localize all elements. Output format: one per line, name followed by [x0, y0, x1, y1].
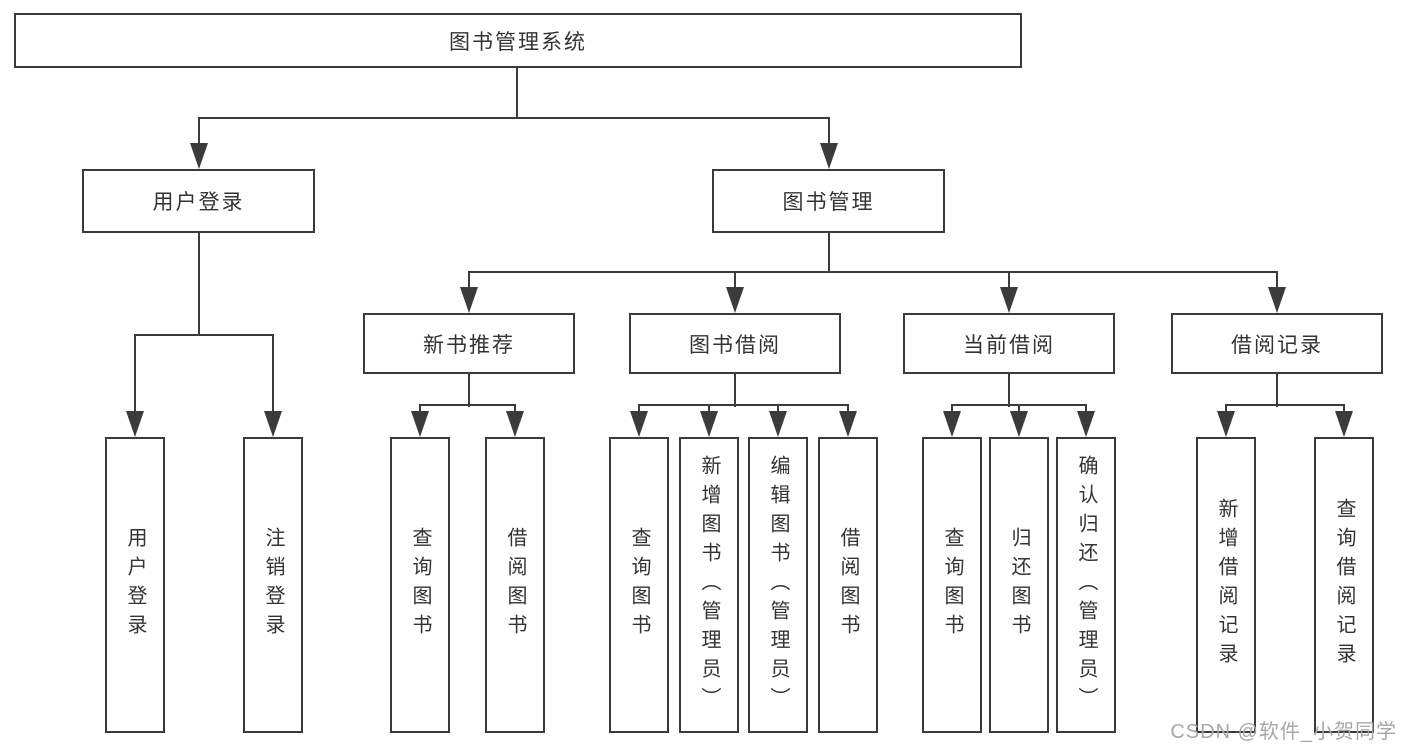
leaf-node-label: 查询图书: [409, 527, 431, 643]
arrow-down-icon: [264, 411, 282, 437]
section-node-new-book-recommendation: 新书推荐: [363, 313, 575, 374]
arrow-down-icon: [1217, 411, 1235, 437]
section-node-label: 借阅记录: [1231, 333, 1323, 357]
connector-line: [516, 68, 518, 118]
arrow-down-icon: [1000, 287, 1018, 313]
connector-line: [419, 404, 515, 406]
arrow-down-icon: [943, 411, 961, 437]
connector-line: [468, 374, 470, 407]
connector-line: [198, 117, 830, 119]
branch-node-user-login: 用户登录: [82, 169, 315, 233]
leaf-node-label: 用户登录: [124, 527, 146, 643]
connector-line: [1276, 374, 1278, 407]
leaf-node-borrow-books: 借阅图书: [485, 437, 545, 733]
section-node-label: 新书推荐: [423, 333, 515, 357]
arrow-down-icon: [769, 411, 787, 437]
leaf-node-label: 注销登录: [262, 527, 284, 643]
connector-line: [847, 404, 849, 413]
leaf-node-label: 新增借阅记录: [1215, 498, 1237, 672]
connector-line: [468, 271, 470, 289]
arrow-down-icon: [726, 287, 744, 313]
connector-line: [777, 404, 779, 413]
leaf-node-confirm-return-admin: 确认归还（管理员）: [1056, 437, 1116, 733]
root-node-library-management-system: 图书管理系统: [14, 13, 1022, 68]
connector-line: [134, 334, 274, 336]
connector-line: [1085, 404, 1087, 413]
connector-line: [1276, 271, 1278, 289]
leaf-node-borrow-books: 借阅图书: [818, 437, 878, 733]
section-node-book-borrowing: 图书借阅: [629, 313, 841, 374]
connector-line: [1018, 404, 1020, 413]
leaf-node-edit-books-admin: 编辑图书（管理员）: [748, 437, 808, 733]
section-node-borrowing-records: 借阅记录: [1171, 313, 1383, 374]
connector-line: [1343, 404, 1345, 413]
connector-line: [734, 271, 736, 289]
arrow-down-icon: [700, 411, 718, 437]
csdn-watermark: CSDN @软件_小贺同学: [1170, 721, 1397, 743]
arrow-down-icon: [839, 411, 857, 437]
connector-line: [198, 233, 200, 336]
section-node-label: 当前借阅: [963, 333, 1055, 357]
connector-line: [514, 404, 516, 413]
arrow-down-icon: [190, 143, 208, 169]
connector-line: [272, 334, 274, 413]
leaf-node-label: 归还图书: [1008, 527, 1030, 643]
arrow-down-icon: [630, 411, 648, 437]
arrow-down-icon: [1335, 411, 1353, 437]
arrow-down-icon: [1077, 411, 1095, 437]
connector-line: [134, 334, 136, 413]
leaf-node-query-borrow-record: 查询借阅记录: [1314, 437, 1374, 733]
connector-line: [1225, 404, 1227, 413]
leaf-node-label: 编辑图书（管理员）: [767, 454, 789, 716]
root-node-label: 图书管理系统: [449, 30, 587, 54]
arrow-down-icon: [1010, 411, 1028, 437]
leaf-node-query-books: 查询图书: [922, 437, 982, 733]
connector-line: [1008, 271, 1010, 289]
leaf-node-label: 确认归还（管理员）: [1075, 454, 1097, 716]
section-node-label: 图书借阅: [689, 333, 781, 357]
leaf-node-user-login: 用户登录: [105, 437, 165, 733]
leaf-node-label: 新增图书（管理员）: [698, 454, 720, 716]
leaf-node-add-borrow-record: 新增借阅记录: [1196, 437, 1256, 733]
connector-line: [468, 271, 1278, 273]
leaf-node-add-books-admin: 新增图书（管理员）: [679, 437, 739, 733]
leaf-node-label: 查询图书: [941, 527, 963, 643]
leaf-node-label: 查询图书: [628, 527, 650, 643]
connector-line: [828, 233, 830, 273]
connector-line: [708, 404, 710, 413]
arrow-down-icon: [126, 411, 144, 437]
connector-line: [828, 117, 830, 145]
connector-line: [1008, 374, 1010, 407]
leaf-node-query-books: 查询图书: [390, 437, 450, 733]
arrow-down-icon: [820, 143, 838, 169]
arrow-down-icon: [411, 411, 429, 437]
branch-node-label: 图书管理: [782, 191, 875, 214]
connector-line: [951, 404, 953, 413]
branch-node-book-management: 图书管理: [712, 169, 945, 233]
arrow-down-icon: [1268, 287, 1286, 313]
leaf-node-logout: 注销登录: [243, 437, 303, 733]
leaf-node-return-books: 归还图书: [989, 437, 1049, 733]
arrow-down-icon: [506, 411, 524, 437]
leaf-node-label: 查询借阅记录: [1333, 498, 1355, 672]
arrow-down-icon: [460, 287, 478, 313]
connector-line: [1225, 404, 1345, 406]
section-node-current-borrowing: 当前借阅: [903, 313, 1115, 374]
connector-line: [638, 404, 640, 413]
connector-line: [734, 374, 736, 407]
leaf-node-label: 借阅图书: [504, 527, 526, 643]
leaf-node-query-books: 查询图书: [609, 437, 669, 733]
connector-line: [638, 404, 848, 406]
branch-node-label: 用户登录: [152, 191, 245, 214]
connector-line: [198, 117, 200, 145]
connector-line: [419, 404, 421, 413]
leaf-node-label: 借阅图书: [837, 527, 859, 643]
